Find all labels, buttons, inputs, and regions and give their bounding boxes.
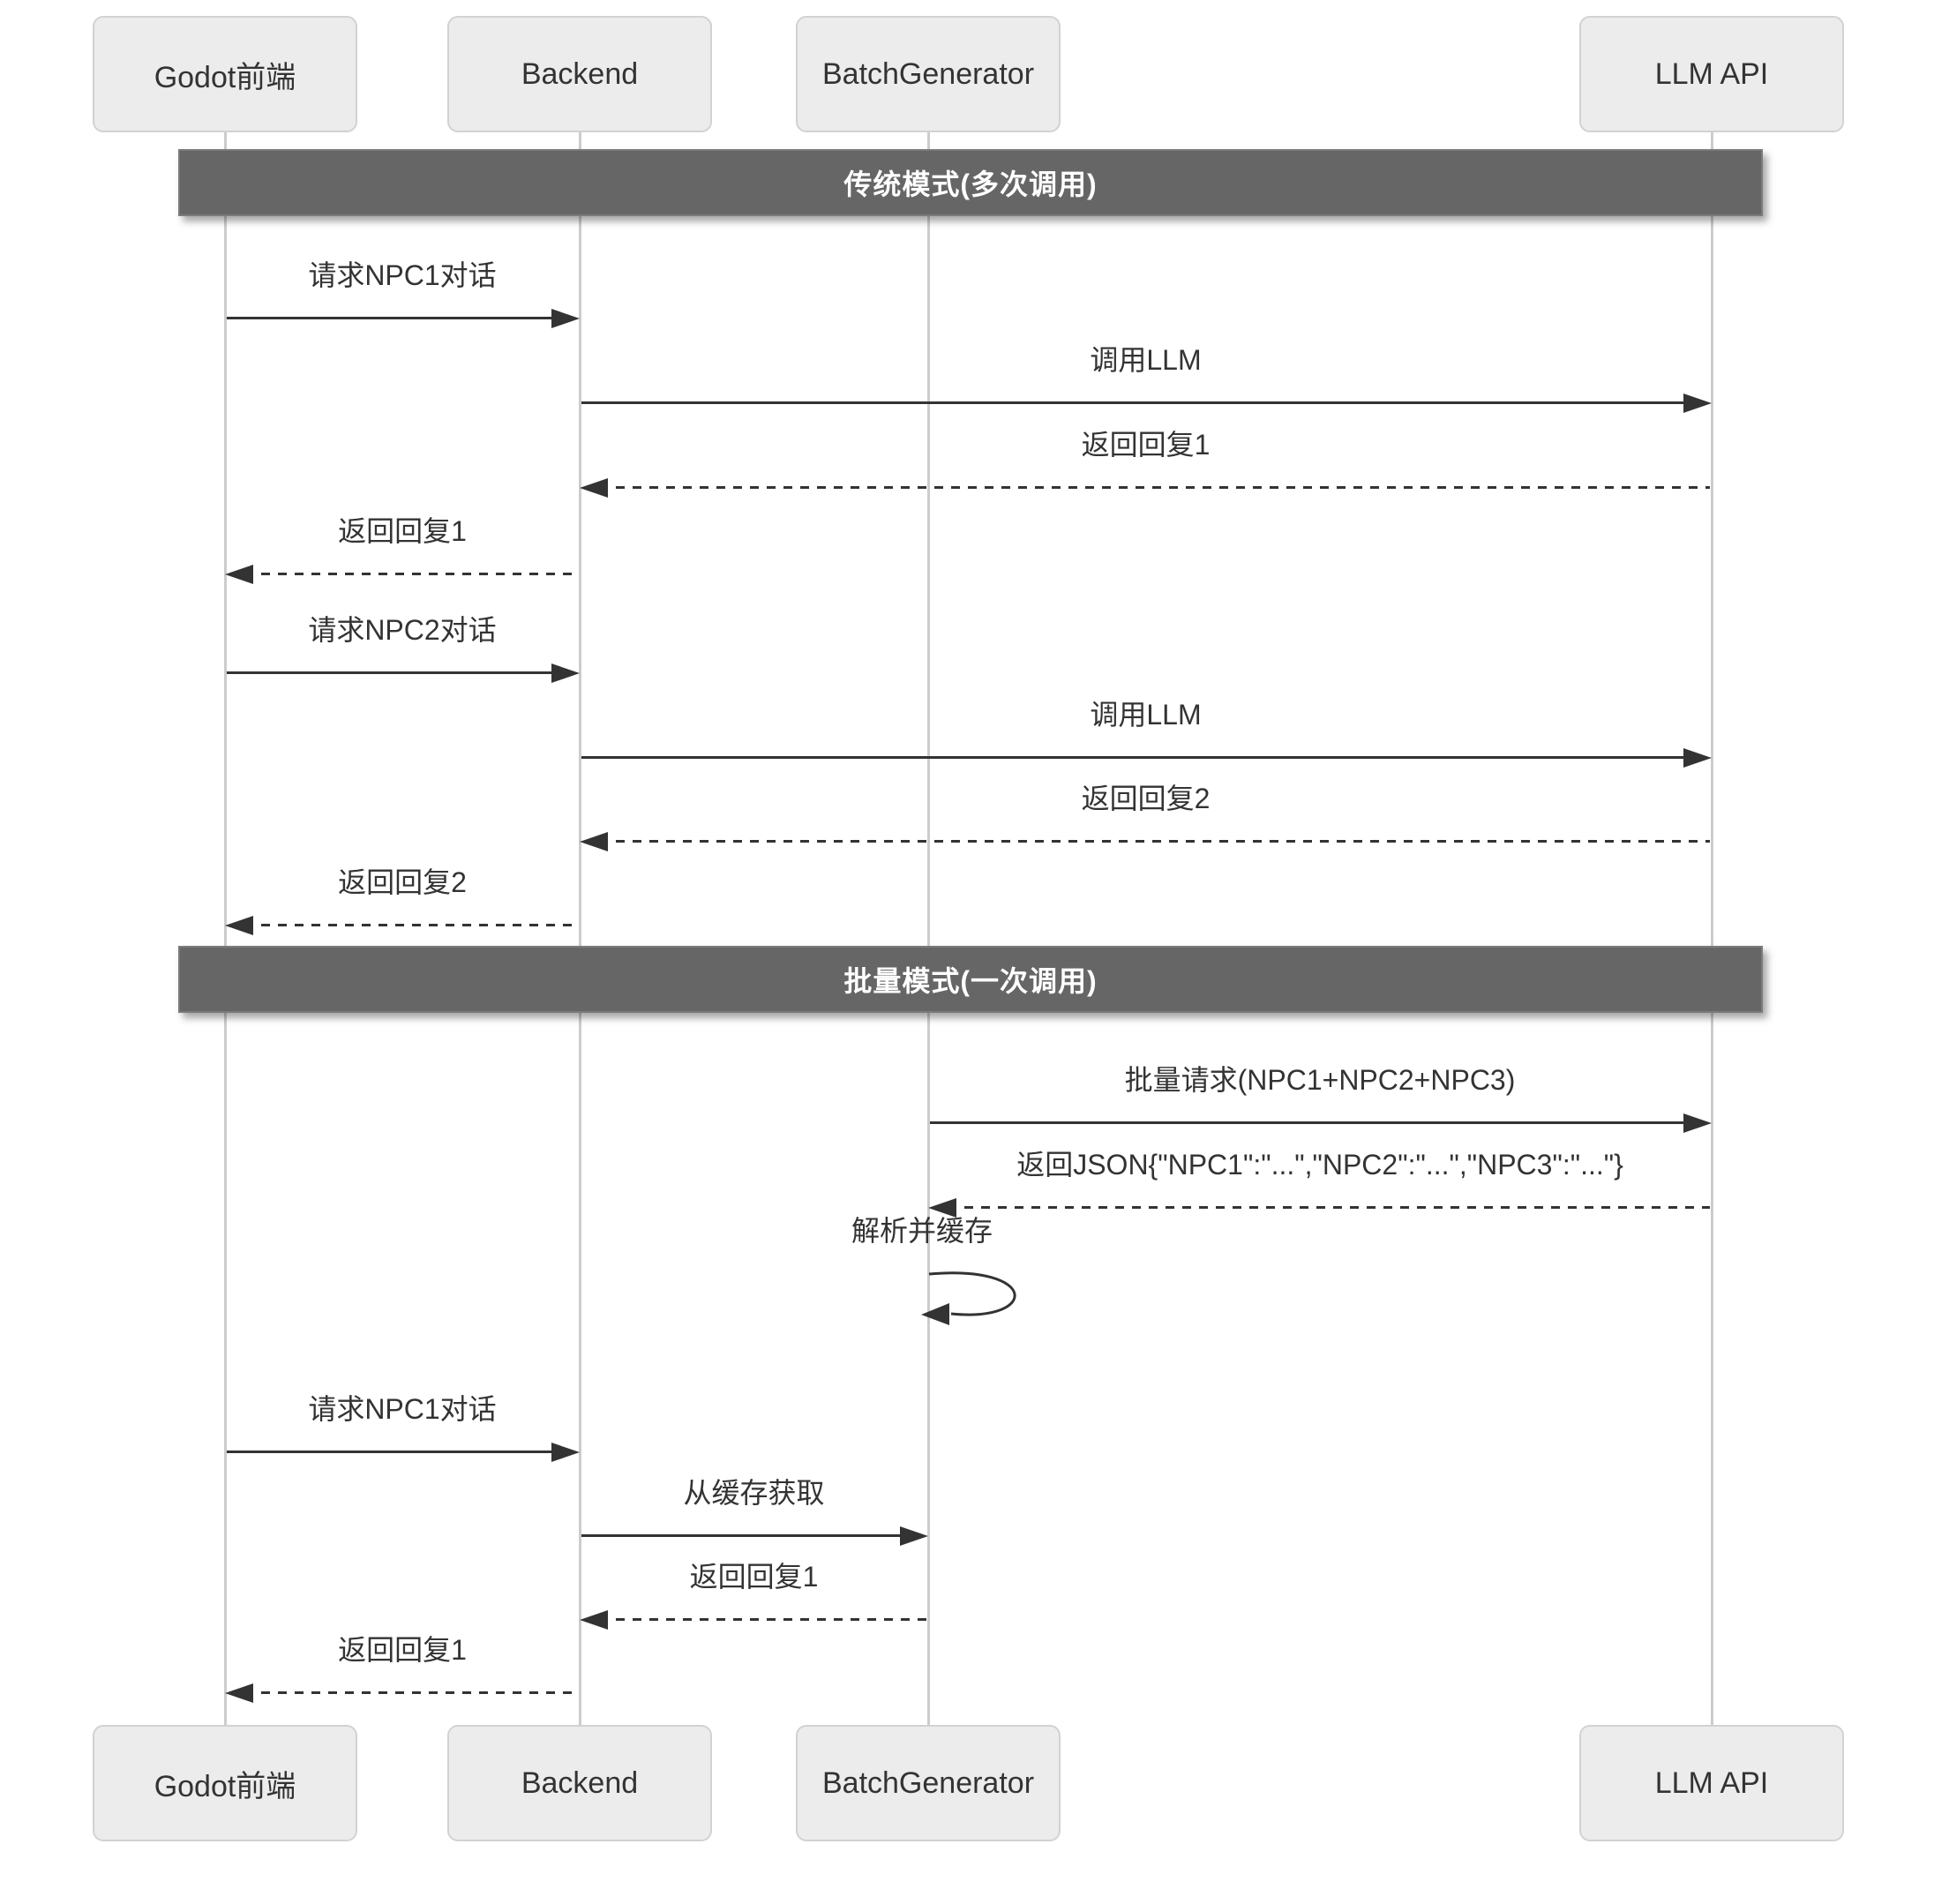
lifeline (927, 132, 930, 1725)
message-label: 解析并缓存 (851, 1215, 993, 1247)
message-arrowhead (1683, 394, 1712, 413)
message-label: 返回回复1 (338, 1634, 467, 1666)
message-label: 返回回复2 (1081, 783, 1211, 814)
participant-box-top: Godot前端 (93, 16, 357, 132)
message-arrowhead (580, 832, 608, 851)
message-line (948, 1206, 1710, 1209)
message-arrowhead (551, 663, 580, 683)
lifeline (579, 132, 581, 1725)
message-line (227, 671, 560, 674)
message-arrowhead (551, 309, 580, 328)
message-arrowhead (225, 916, 253, 935)
participant-box-top: BatchGenerator (796, 16, 1061, 132)
message-line (581, 756, 1692, 759)
message-arrowhead (580, 478, 608, 498)
participant-box-top: Backend (447, 16, 712, 132)
message-line (930, 1121, 1692, 1124)
message-label: 返回JSON{"NPC1":"...","NPC2":"...","NPC3":… (1016, 1149, 1623, 1181)
message-label: 调用LLM (1090, 699, 1202, 731)
message-line (227, 1450, 560, 1453)
participant-box-bottom: BatchGenerator (796, 1725, 1061, 1841)
message-label: 从缓存获取 (683, 1477, 825, 1509)
section-divider: 传统模式(多次调用) (178, 149, 1763, 216)
participant-box-top: LLM API (1579, 16, 1844, 132)
message-line (599, 840, 1710, 843)
message-arrowhead (1683, 1113, 1712, 1133)
message-label: 返回回复2 (338, 866, 467, 898)
message-arrowhead (928, 1198, 956, 1218)
participant-box-bottom: LLM API (1579, 1725, 1844, 1841)
participant-box-bottom: Backend (447, 1725, 712, 1841)
message-line (244, 1691, 578, 1694)
message-label: 请求NPC2对话 (308, 614, 497, 646)
message-label: 调用LLM (1090, 344, 1202, 376)
message-line (581, 1534, 909, 1537)
message-label: 请求NPC1对话 (308, 1393, 497, 1425)
message-label: 批量请求(NPC1+NPC2+NPC3) (1124, 1064, 1516, 1096)
participant-box-bottom: Godot前端 (93, 1725, 357, 1841)
message-label: 返回回复1 (1081, 429, 1211, 461)
message-label: 返回回复1 (689, 1561, 819, 1593)
message-label: 返回回复1 (338, 515, 467, 547)
message-line (244, 924, 578, 926)
message-arrowhead (225, 565, 253, 584)
message-line (599, 486, 1710, 489)
message-label: 请求NPC1对话 (308, 259, 497, 291)
message-arrowhead (1683, 748, 1712, 768)
message-arrowhead (225, 1683, 253, 1703)
message-line (227, 317, 560, 319)
message-arrowhead (580, 1610, 608, 1630)
message-arrowhead (551, 1443, 580, 1462)
message-line (581, 401, 1692, 404)
section-divider: 批量模式(一次调用) (178, 946, 1763, 1013)
message-arrowhead (900, 1526, 928, 1546)
lifeline (1711, 132, 1713, 1725)
message-line (244, 573, 578, 575)
message-line (599, 1618, 926, 1621)
